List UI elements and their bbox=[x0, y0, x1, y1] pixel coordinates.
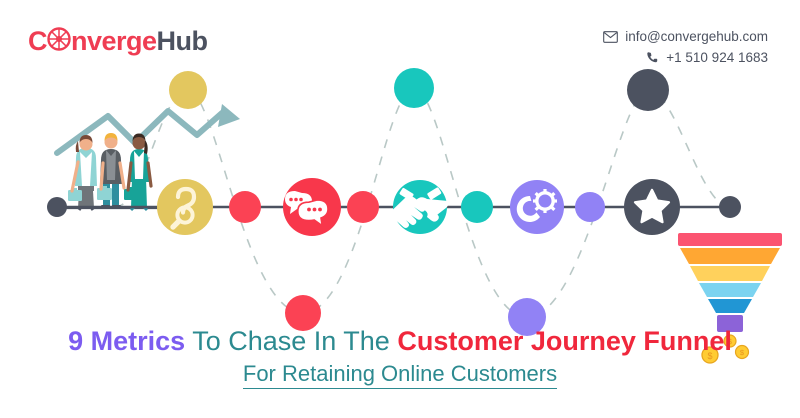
headline-part-funnel: Customer Journey Funnel bbox=[397, 326, 732, 356]
person-woman-left bbox=[68, 135, 97, 211]
end-dot bbox=[719, 196, 741, 218]
funnel-coins: $ $ $ bbox=[701, 334, 750, 364]
loyalty-icon bbox=[624, 179, 680, 235]
headline-line-2: For Retaining Online Customers bbox=[0, 360, 800, 389]
headline: 9 Metrics To Chase In The Customer Journ… bbox=[0, 326, 800, 389]
red-dot-2 bbox=[347, 191, 379, 223]
wave-bot-purple bbox=[508, 298, 546, 336]
headline-line-1: 9 Metrics To Chase In The Customer Journ… bbox=[0, 326, 800, 358]
wave-top-dark bbox=[627, 69, 669, 111]
logo-text-nverge: nverge bbox=[71, 25, 157, 56]
people-group bbox=[68, 133, 153, 212]
conversion-funnel: $ $ $ bbox=[678, 233, 782, 364]
wave-top-yellow bbox=[169, 71, 207, 109]
headline-part-metrics: 9 Metrics bbox=[68, 326, 186, 356]
logo-text: C nverge bbox=[28, 25, 208, 56]
contact-email: info@convergehub.com bbox=[625, 29, 768, 44]
contact-phone-row[interactable]: +1 510 924 1683 bbox=[603, 47, 768, 68]
automation-icon bbox=[510, 180, 564, 234]
person-woman-right bbox=[124, 133, 153, 212]
growth-arrow bbox=[54, 104, 240, 156]
svg-text:$: $ bbox=[707, 351, 712, 361]
phone-icon bbox=[646, 51, 659, 64]
wave-bot-red bbox=[285, 295, 321, 331]
contact-info: info@convergehub.com +1 510 924 1683 bbox=[603, 26, 768, 68]
svg-text:$: $ bbox=[740, 348, 745, 357]
svg-text:$: $ bbox=[728, 339, 732, 346]
partnership-icon bbox=[391, 180, 449, 234]
teal-dot bbox=[461, 191, 493, 223]
compass-wheel-icon bbox=[47, 26, 71, 56]
headline-subline: For Retaining Online Customers bbox=[242, 360, 558, 389]
person-man-center bbox=[97, 133, 126, 209]
logo-text-hub: Hub bbox=[156, 25, 208, 56]
contact-email-row[interactable]: info@convergehub.com bbox=[603, 26, 768, 47]
logo[interactable]: C nverge bbox=[28, 24, 208, 58]
red-dot-1 bbox=[229, 191, 261, 223]
headline-part-tochase: To Chase In The bbox=[192, 326, 390, 356]
engagement-icon bbox=[283, 178, 341, 236]
start-dot bbox=[47, 197, 67, 217]
research-icon bbox=[157, 179, 213, 235]
purple-dot bbox=[575, 192, 605, 222]
logo-letter-c: C bbox=[28, 25, 48, 56]
wave-top-teal bbox=[394, 68, 434, 108]
contact-phone: +1 510 924 1683 bbox=[666, 50, 768, 65]
envelope-icon bbox=[603, 30, 619, 43]
